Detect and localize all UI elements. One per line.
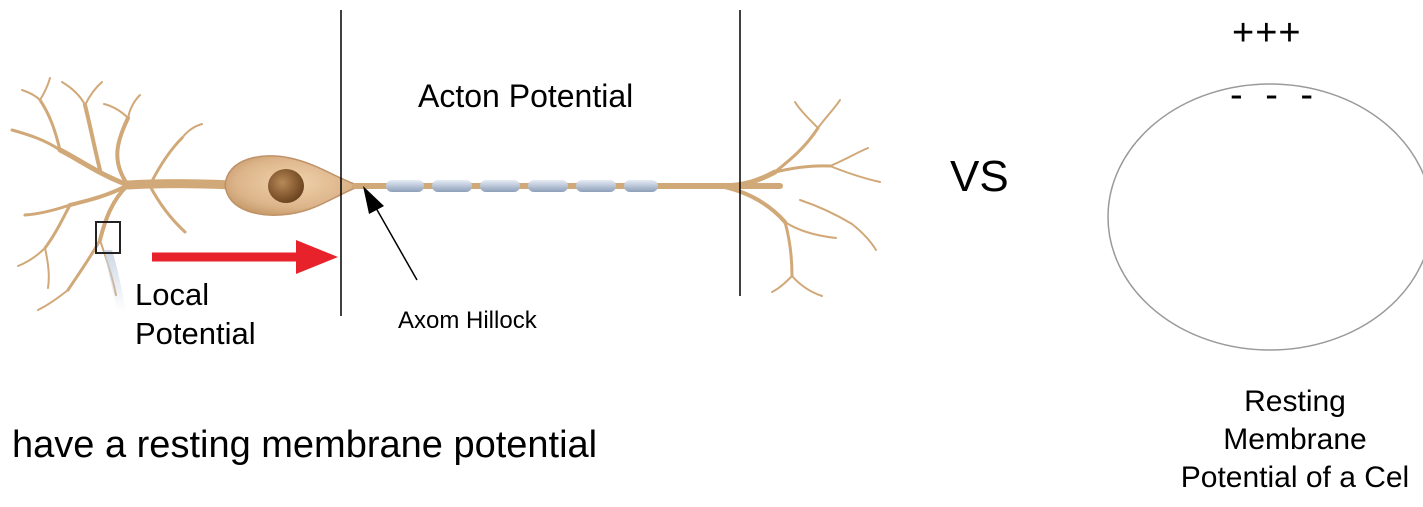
axon-terminals <box>720 100 880 296</box>
resting-line-2: Membrane <box>1160 421 1423 459</box>
local-potential-line-2: Potential <box>135 314 256 353</box>
local-potential-line-1: Local <box>135 275 256 314</box>
resting-potential-label: Resting Membrane Potential of a Cel <box>1160 383 1423 497</box>
action-potential-label: Acton Potential <box>418 78 633 115</box>
axon-hillock-label: Axom Hillock <box>398 307 537 335</box>
versus-label: VS <box>950 152 1009 202</box>
positive-charge-label: +++ <box>1232 12 1302 55</box>
negative-charge-label: - - - <box>1230 74 1319 117</box>
dendrite-shadow <box>104 250 126 312</box>
resting-line-3: Potential of a Cel <box>1160 459 1423 497</box>
resting-line-1: Resting <box>1160 383 1423 421</box>
caption-text: have a resting membrane potential <box>12 424 597 467</box>
nucleus <box>268 169 304 203</box>
cell-membrane-circle <box>1108 84 1423 350</box>
local-potential-label: Local Potential <box>135 275 256 353</box>
axon-hillock-pointer <box>363 186 417 280</box>
local-potential-arrow <box>152 240 338 274</box>
